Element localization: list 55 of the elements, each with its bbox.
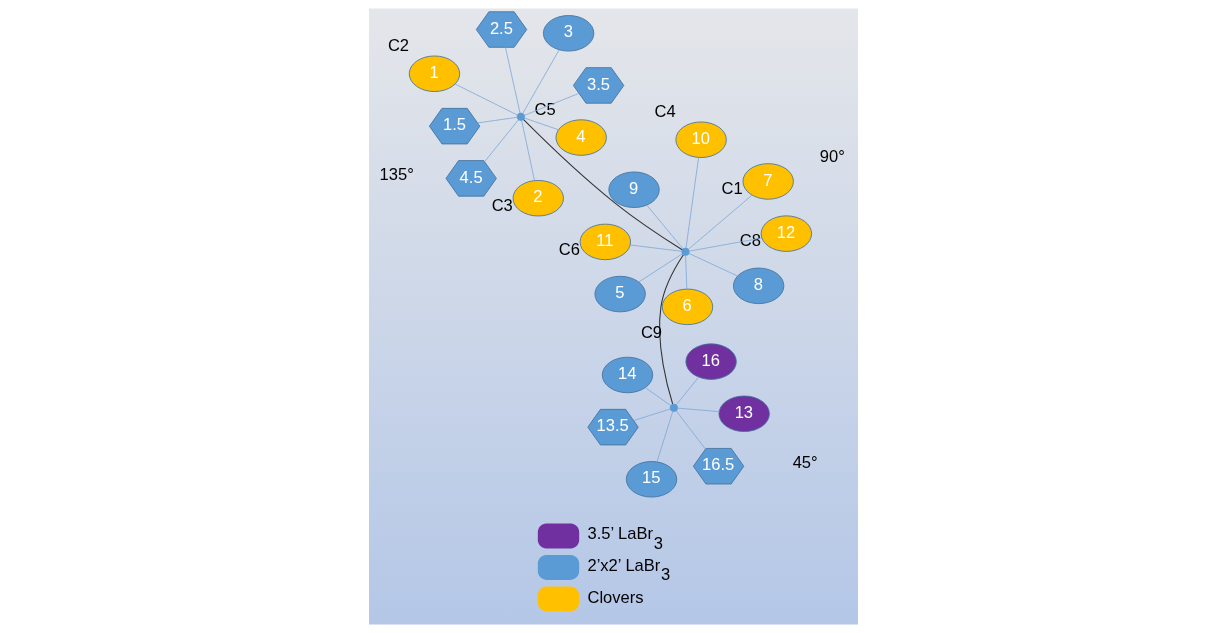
node-ellipse: 12	[760, 215, 813, 252]
node-ellipse: 10	[675, 121, 727, 158]
connector	[685, 157, 700, 249]
connector	[675, 410, 706, 450]
connector	[688, 237, 763, 252]
node-ellipse: 15	[625, 461, 678, 498]
node-label: C8	[739, 231, 761, 251]
connector	[685, 255, 688, 290]
connector	[675, 376, 699, 406]
label: 135°	[379, 165, 414, 185]
connector	[523, 119, 683, 251]
connector	[524, 117, 559, 131]
node-label: C5	[534, 99, 556, 119]
connector	[688, 253, 738, 277]
node-ellipse: 5	[594, 275, 646, 313]
node-ellipse: 7	[742, 163, 794, 200]
connector	[630, 244, 682, 252]
connector	[477, 116, 518, 124]
node-circle	[516, 112, 525, 121]
label: 90°	[819, 147, 845, 167]
node-label: C9	[640, 322, 663, 342]
node-label: C6	[558, 239, 580, 259]
connector	[656, 411, 674, 463]
node-circle	[681, 247, 690, 256]
connector	[633, 408, 671, 421]
label: 45°	[792, 452, 818, 472]
connector	[454, 83, 518, 116]
connector	[688, 195, 753, 250]
node-ellipse: 1	[408, 55, 461, 92]
connector	[522, 49, 560, 114]
node-ellipse: 13	[718, 395, 770, 432]
connector	[505, 46, 521, 114]
connector	[521, 120, 535, 181]
connector	[659, 254, 684, 405]
node-label: C3	[491, 196, 513, 216]
connector	[638, 253, 683, 283]
node-ellipse: 3	[542, 15, 595, 52]
node-ellipse: 8	[733, 267, 785, 305]
node-ellipse: 2	[512, 180, 564, 217]
node-ellipse: 9	[608, 171, 660, 208]
node-label: C4	[654, 101, 676, 121]
node-label: C1	[721, 179, 743, 199]
node-ellipse: 14	[601, 356, 654, 394]
node-ellipse: 4	[555, 119, 607, 156]
node-label: C2	[387, 36, 410, 56]
node-ellipse: 6	[661, 288, 714, 326]
node-circle	[669, 403, 679, 412]
connector	[524, 93, 580, 116]
connector	[645, 387, 672, 407]
connector	[677, 407, 720, 413]
legend-label: Clovers	[587, 588, 644, 608]
node-ellipse: 11	[579, 223, 631, 261]
connector	[646, 204, 684, 250]
node-ellipse: 16	[685, 343, 737, 380]
connector	[484, 119, 519, 163]
